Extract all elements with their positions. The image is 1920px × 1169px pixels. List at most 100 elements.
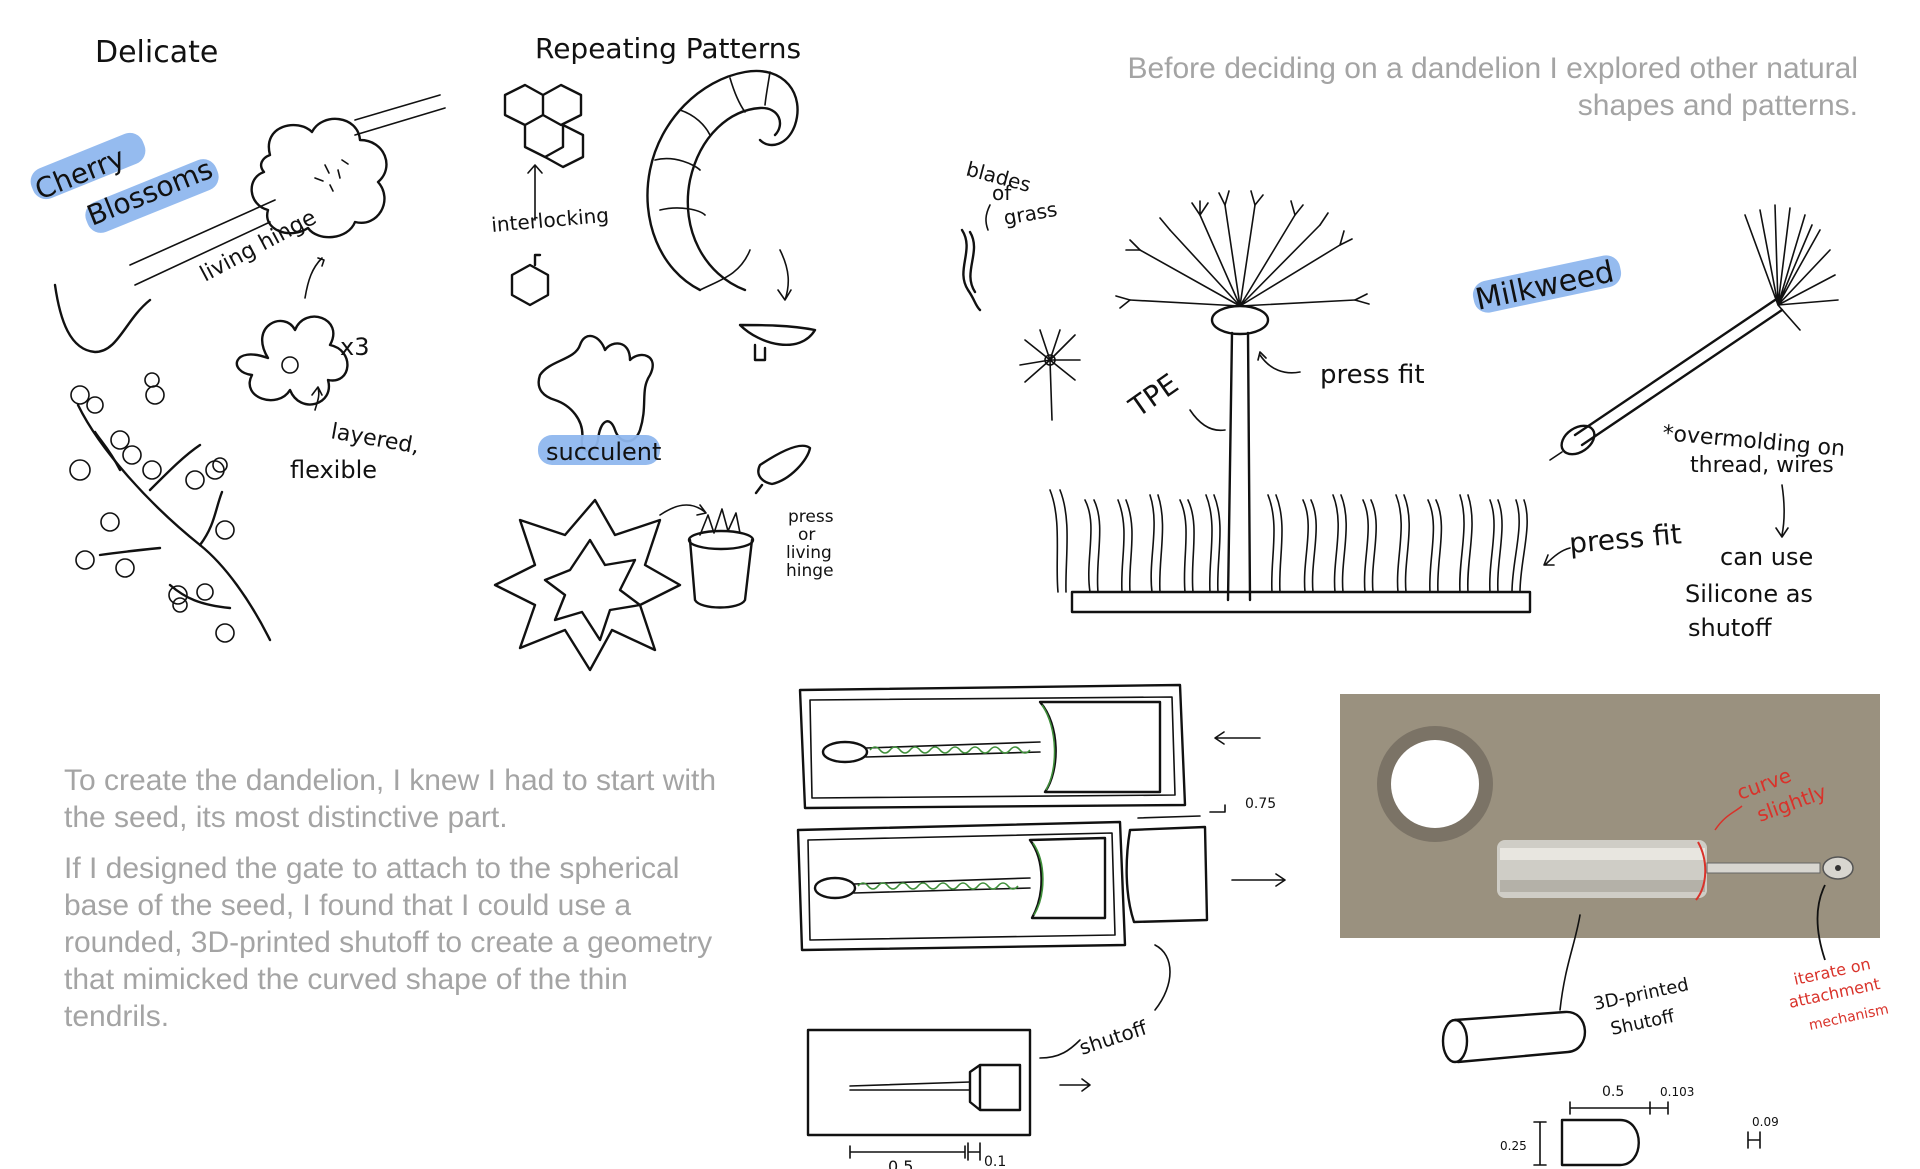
- milkweed-sketch: Milkweed *overmolding on thread, wires c…: [1472, 204, 1846, 642]
- pot-rim: [687, 529, 755, 551]
- mold-mid-inner: [807, 832, 1116, 941]
- ammonite-ribs: [654, 71, 771, 291]
- label-living: living: [786, 543, 832, 563]
- caption-gate-design: If I designed the gate to attach to the …: [64, 852, 713, 1033]
- mold-mid-outer: [796, 820, 1127, 952]
- branch-buds: [69, 372, 235, 643]
- dim-009: 0.09: [1752, 1115, 1779, 1129]
- label-press: press: [788, 507, 834, 527]
- dim-05-left: 0.5: [888, 1157, 913, 1169]
- label-thread-wires: thread, wires: [1690, 453, 1834, 478]
- large-dandelion: [1115, 190, 1370, 602]
- arrow-succulent: [659, 504, 707, 516]
- arrow-mold-top: [1214, 731, 1261, 745]
- label-interlocking: interlocking: [490, 203, 610, 237]
- dim-025: 0.25: [1500, 1139, 1527, 1153]
- dim-line-01: [967, 1142, 981, 1161]
- blossom-stamen: [314, 159, 349, 192]
- mold-sketches: 0.75 shutoff 0.5 0.1: [796, 683, 1286, 1169]
- grass-blade-sample: [960, 228, 982, 312]
- label-delicate: Delicate: [95, 35, 218, 70]
- label-repeating-patterns: Repeating Patterns: [535, 32, 801, 65]
- label-shutoff: shutoff: [1076, 1015, 1151, 1060]
- dim-0103: 0.103: [1660, 1085, 1694, 1099]
- dim-line-0103: [1649, 1101, 1669, 1115]
- pot-plant: [699, 508, 741, 536]
- dim-line-025: [1533, 1121, 1547, 1166]
- green-fill-top: [869, 746, 1031, 754]
- ammonite-inner: [686, 106, 782, 292]
- shutoff-green-mid: [1032, 842, 1044, 916]
- render-slot-shadow: [1500, 880, 1705, 892]
- highlight-blossoms: [85, 159, 219, 233]
- small-flower: [235, 315, 349, 406]
- shell-piece: [738, 323, 817, 362]
- dim-01: 0.1: [984, 1154, 1006, 1169]
- repeating-patterns-sketch: Repeating Patterns interlocking: [490, 32, 817, 453]
- label-press-fit-top: press fit: [1320, 360, 1425, 390]
- render-hole: [1391, 740, 1479, 828]
- blossom-stem-lines: [129, 94, 446, 286]
- dim-075: 0.75: [1245, 796, 1276, 812]
- label-flexible: flexible: [290, 456, 377, 484]
- label-milkweed: Milkweed: [1472, 254, 1617, 317]
- arrow-interlocking: [527, 164, 543, 221]
- shutoff-mid: [1028, 836, 1107, 920]
- label-of: of: [992, 181, 1012, 205]
- hexagon-cluster: [503, 83, 585, 169]
- cylinder-body: [1453, 1010, 1587, 1064]
- label-silicone-as: Silicone as: [1685, 580, 1813, 608]
- milkweed-stem: [1573, 298, 1784, 447]
- arrow-ammonite: [777, 249, 792, 301]
- mold-bottom: [806, 1028, 1032, 1137]
- label-tpe: TPE: [1122, 367, 1184, 424]
- shutoff-green-top: [1041, 704, 1056, 791]
- label-shutoff-note: shutoff: [1688, 614, 1772, 642]
- highlight-cherry: [30, 132, 146, 200]
- shutoff-separate: [1125, 825, 1209, 924]
- milkweed-fibers: [1744, 204, 1839, 331]
- label-x3: x3: [340, 333, 369, 361]
- single-hexagon: [510, 253, 550, 307]
- petal-piece: [754, 444, 812, 495]
- grass-base: [1070, 590, 1532, 614]
- leader-iterate: [1816, 884, 1826, 961]
- label-can-use: can use: [1720, 543, 1813, 571]
- label-layered: layered,: [329, 419, 421, 459]
- seed-mid: [813, 876, 857, 900]
- flower-center: [281, 356, 299, 374]
- tpe-leader: [1189, 409, 1226, 432]
- arrow-press-fit-top: [1257, 351, 1301, 374]
- curve-annotation: [1695, 841, 1707, 901]
- arrow-shutoff-right: [1231, 873, 1286, 887]
- dim-line-075: [1137, 804, 1226, 819]
- bottom-rod: [849, 1081, 971, 1091]
- label-3d-shutoff: Shutoff: [1609, 1006, 1677, 1040]
- label-press-fit-bottom: press fit: [1568, 517, 1683, 560]
- caption-left-block: To create the dandelion, I knew I had to…: [64, 762, 724, 1049]
- small-dandelion: [1019, 329, 1081, 421]
- highlight-succulent: [538, 435, 660, 465]
- dandelion-grass-sketch: blades of grass TPE press fit: [960, 157, 1683, 614]
- seed-stem-top: [865, 741, 1041, 758]
- seed-top: [821, 740, 869, 764]
- label-or: or: [798, 525, 815, 545]
- dim-05-right: 0.5: [1602, 1084, 1624, 1100]
- grass-row: [1049, 489, 1528, 593]
- leader-3d-shutoff: [1559, 914, 1581, 1011]
- ammonite-outer: [646, 69, 799, 292]
- leader-shutoff: [1154, 944, 1171, 1011]
- bottom-shutoff: [968, 1063, 1022, 1112]
- arrow-bottom: [1039, 1039, 1091, 1092]
- succulent-inner: [543, 538, 642, 642]
- caption-intro: Before deciding on a dandelion I explore…: [1127, 52, 1858, 122]
- shutoff-profile: [1560, 1118, 1640, 1167]
- render-seed-dot: [1835, 865, 1841, 871]
- curve-leader: [1714, 805, 1743, 831]
- cad-render: curve slightly 3D-printed Shutoff iterat…: [1340, 694, 1890, 1040]
- label-living: living hinge: [196, 205, 321, 287]
- mold-top-inner: [809, 696, 1176, 799]
- caption-seed-start: To create the dandelion, I knew I had to…: [64, 764, 717, 834]
- dim-line-009: [1747, 1131, 1761, 1149]
